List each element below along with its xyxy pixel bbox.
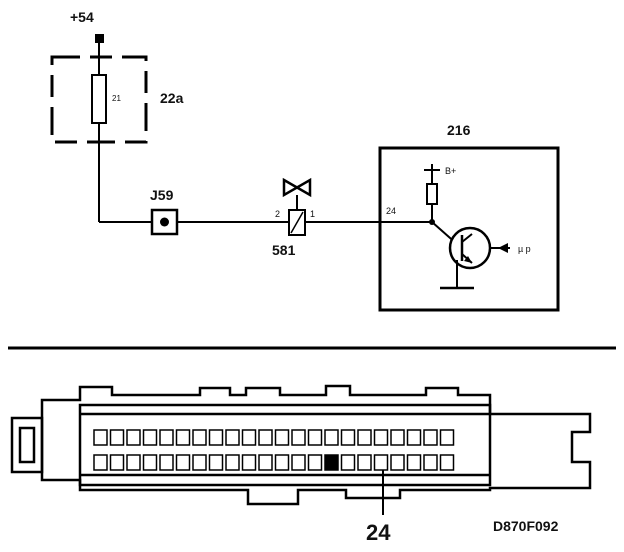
connector-pin xyxy=(439,429,455,446)
connector-pin xyxy=(373,454,389,471)
connector-pin xyxy=(159,429,174,446)
ecu-pin-label: 24 xyxy=(386,206,396,216)
connector-pin xyxy=(208,429,224,446)
transistor-collector xyxy=(461,233,473,243)
valve-label: 581 xyxy=(272,242,296,258)
base-input-arrow xyxy=(498,243,508,253)
connector-pin xyxy=(208,454,224,471)
junction-label: J59 xyxy=(150,187,174,203)
fuse-number-label: 21 xyxy=(112,94,121,103)
connector-pin xyxy=(192,429,207,446)
pullup-resistor xyxy=(426,183,438,205)
connector-pin xyxy=(126,454,141,471)
connector-pin xyxy=(241,454,257,471)
connector-pin xyxy=(225,454,240,471)
connector-pin xyxy=(175,429,191,446)
connector-pin xyxy=(357,429,372,446)
valve-pin-right: 1 xyxy=(310,209,315,219)
connector-pin xyxy=(142,429,158,446)
control-unit-box xyxy=(378,146,560,312)
battery-label: B+ xyxy=(445,166,456,176)
connector-pin xyxy=(373,429,389,446)
connector-pin xyxy=(258,454,273,471)
connector-pin xyxy=(109,429,125,446)
fuse-box-label: 22a xyxy=(160,90,184,106)
supply-label: +54 xyxy=(70,9,94,25)
connector-pin-highlighted xyxy=(324,454,339,471)
valve-pin-left: 2 xyxy=(275,209,280,219)
connector-pin xyxy=(390,454,405,471)
control-unit-label: 216 xyxy=(447,122,471,138)
connector-pin xyxy=(307,429,323,446)
connector-pin xyxy=(225,429,240,446)
connector-pin xyxy=(159,454,174,471)
connector-pin xyxy=(340,454,356,471)
connector-pin xyxy=(192,454,207,471)
connector-pin xyxy=(357,454,372,471)
connector-pin xyxy=(324,429,339,446)
connector-pin xyxy=(109,454,125,471)
connector-pin xyxy=(307,454,323,471)
connector-pin xyxy=(126,429,141,446)
connector-pin xyxy=(406,454,422,471)
connector-pin xyxy=(439,454,455,471)
pin-callout-label: 24 xyxy=(366,520,391,545)
connector-pin xyxy=(423,454,438,471)
connector-pin xyxy=(291,454,306,471)
connector-pin xyxy=(93,429,108,446)
connector-pin xyxy=(142,454,158,471)
connector-pin xyxy=(340,429,356,446)
connector-pin xyxy=(291,429,306,446)
connector-pin xyxy=(241,429,257,446)
drawing-code: D870F092 xyxy=(493,518,559,534)
connector-pin xyxy=(274,454,290,471)
mu-p-label: µ p xyxy=(518,244,531,254)
transistor-emitter-arrow xyxy=(464,256,472,263)
junction-dot xyxy=(160,217,169,227)
connector-pin xyxy=(390,429,405,446)
connector-outline xyxy=(10,384,592,506)
connector-pins xyxy=(93,429,455,471)
valve-symbol xyxy=(282,177,312,198)
valve-coil-diagonal xyxy=(290,211,304,234)
connector-pin xyxy=(406,429,422,446)
connector-pin xyxy=(274,429,290,446)
connector-pin xyxy=(93,454,108,471)
connector-pin xyxy=(175,454,191,471)
supply-terminal xyxy=(95,34,104,43)
connector-pin xyxy=(423,429,438,446)
fuse-element xyxy=(91,74,107,124)
connector-pin xyxy=(258,429,273,446)
